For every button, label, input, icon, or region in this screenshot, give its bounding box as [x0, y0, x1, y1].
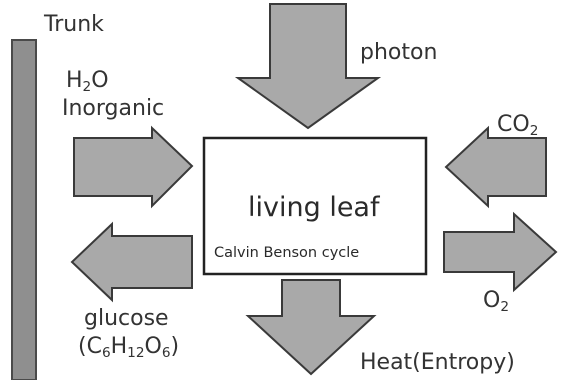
- co2-input-arrow-left: [444, 125, 547, 209]
- heat-label: Heat(Entropy): [360, 350, 515, 375]
- calvin-benson-cycle-label: Calvin Benson cycle: [214, 245, 360, 261]
- living-leaf-box: [202, 136, 428, 276]
- heat-output-arrow-down: [245, 279, 377, 376]
- formula-o: O: [144, 334, 162, 359]
- h2o-base: H: [66, 68, 83, 93]
- glucose-output-arrow-left: [70, 221, 193, 303]
- glucose-formula-label: (C6H12O6): [78, 336, 179, 360]
- photon-label: photon: [360, 40, 438, 65]
- h2o-input-arrow-right: [73, 125, 194, 209]
- o2-label: O2: [483, 290, 509, 314]
- photon-arrow-down: [234, 3, 382, 130]
- formula-sub-c: 6: [101, 344, 111, 361]
- living-leaf-title: living leaf: [248, 192, 380, 223]
- h2o-tail: O: [91, 68, 109, 93]
- formula-h: H: [110, 334, 128, 359]
- formula-close: ): [170, 334, 180, 359]
- inorganic-label: Inorganic: [62, 96, 165, 121]
- formula-open: (C: [78, 334, 102, 359]
- trunk-label: Trunk: [44, 12, 104, 37]
- formula-sub-h: 12: [127, 344, 145, 361]
- o2-base: O: [483, 288, 501, 313]
- h2o-subscript: 2: [82, 78, 92, 95]
- glucose-label: glucose: [84, 306, 169, 331]
- o2-subscript: 2: [500, 298, 509, 315]
- h2o-label: H2O: [66, 70, 109, 94]
- o2-output-arrow-right: [443, 211, 558, 293]
- trunk-bar: [11, 39, 37, 380]
- co2-subscript: 2: [529, 122, 539, 139]
- formula-sub-o: 6: [161, 344, 171, 361]
- co2-label: CO2: [497, 114, 538, 138]
- co2-base: CO: [497, 112, 530, 137]
